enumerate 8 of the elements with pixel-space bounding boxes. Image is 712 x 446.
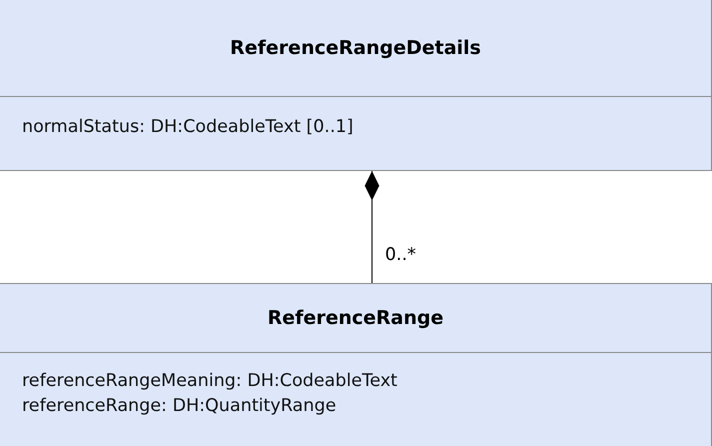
class-box	[0, 283, 712, 446]
class-name: ReferenceRangeDetails	[230, 37, 481, 59]
class-attribute: referenceRange: DH:QuantityRange	[22, 395, 336, 418]
class-name: ReferenceRange	[267, 307, 444, 329]
class-box	[0, 0, 712, 171]
composition-line	[364, 170, 380, 284]
class-attribute: referenceRangeMeaning: DH:CodeableText	[22, 370, 398, 393]
class-attribute: normalStatus: DH:CodeableText [0..1]	[22, 116, 354, 139]
